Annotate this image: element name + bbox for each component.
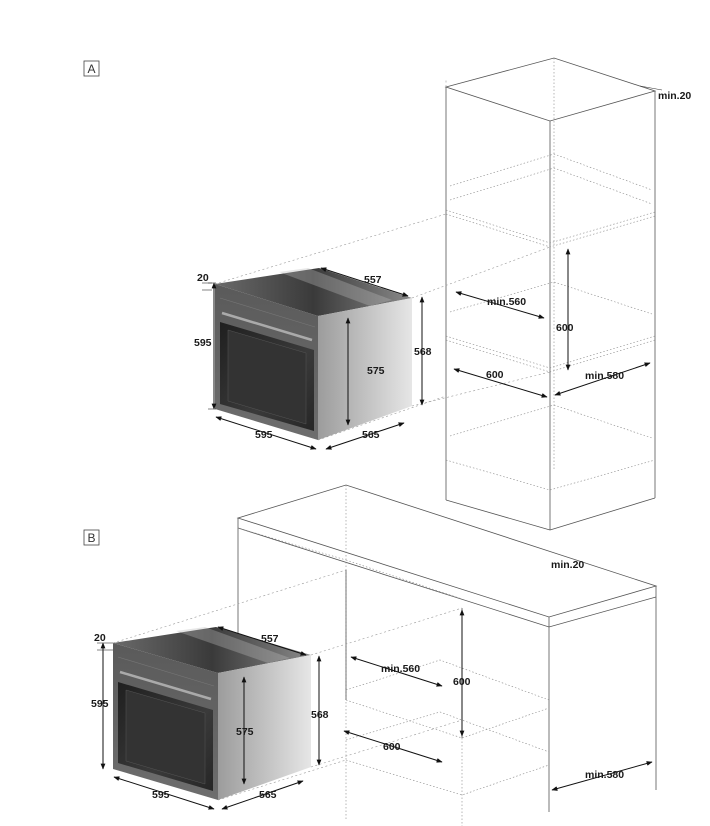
- oven-a-handle: [221, 311, 313, 342]
- panel-a-label: A: [87, 62, 95, 76]
- cabinet-a-top-gap: min.20: [658, 90, 691, 102]
- cabinet-a-niche-width: 600: [486, 369, 504, 381]
- panel-a-label-box: A: [83, 60, 100, 77]
- cabinet-a-niche-depth: min.560: [487, 296, 526, 308]
- oven-b-depth: 565: [259, 789, 277, 801]
- panel-b-projection-lines: [112, 569, 463, 801]
- oven-a: [215, 268, 412, 440]
- oven-a-width: 595: [255, 429, 273, 441]
- panel-a-dimensions: [202, 248, 651, 450]
- oven-b-side: [218, 655, 311, 800]
- oven-a-height: 595: [194, 337, 212, 349]
- oven-a-depth: 565: [362, 429, 380, 441]
- oven-b: [113, 627, 311, 800]
- tall-cabinet: [444, 57, 663, 531]
- panel-b-label: B: [87, 531, 95, 545]
- oven-a-door-gap: 20: [197, 272, 209, 284]
- cabinet-a-cabinet-depth: min.580: [585, 370, 624, 382]
- panel-a: A: [83, 57, 691, 531]
- oven-a-inner-height: 575: [367, 365, 385, 377]
- cabinet-b-niche-depth: min.560: [381, 663, 420, 675]
- oven-a-top: [215, 268, 412, 316]
- cabinet-b-cabinet-depth: min.580: [585, 769, 624, 781]
- oven-b-top: [113, 627, 311, 673]
- base-cabinet: [236, 484, 658, 826]
- panel-b-dimensions: [97, 609, 653, 810]
- oven-a-side-height: 568: [414, 346, 432, 358]
- cabinet-b-niche-height: 600: [453, 676, 471, 688]
- oven-a-side: [318, 298, 412, 440]
- oven-b-depth-top: 557: [261, 633, 279, 645]
- cabinet-a-niche-height: 600: [556, 322, 574, 334]
- panel-b: B: [83, 484, 658, 826]
- panel-b-label-box: B: [83, 529, 100, 546]
- oven-b-side-height: 568: [311, 709, 329, 721]
- cabinet-b-top-gap: min.20: [551, 559, 584, 571]
- oven-b-inner-height: 575: [236, 726, 254, 738]
- oven-b-door-gap: 20: [94, 632, 106, 644]
- cabinet-b-niche-width: 600: [383, 741, 401, 753]
- oven-b-height: 595: [91, 698, 109, 710]
- oven-b-handle: [119, 670, 212, 701]
- oven-b-width: 595: [152, 789, 170, 801]
- oven-a-depth-top: 557: [364, 274, 382, 286]
